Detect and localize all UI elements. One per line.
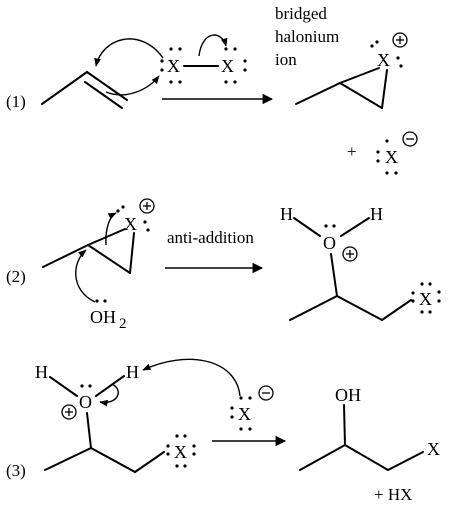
- ring-c-x-bond-left: [339, 67, 380, 84]
- product-x: X: [427, 439, 440, 459]
- oxonium-product: H H O X: [280, 204, 441, 321]
- halonium-ion: X: [295, 32, 408, 109]
- curly-arrow-water-attack: [75, 249, 96, 303]
- halogen-atom-1: X: [167, 56, 180, 76]
- oxonium-oxygen: O: [79, 392, 92, 412]
- ring-c-x-bond-right: [129, 232, 135, 274]
- hydrogen-left: H: [35, 362, 48, 382]
- o-h-bond-right: [95, 375, 125, 397]
- step-1: (1) X X: [6, 4, 418, 175]
- lone-pairs-x1: [160, 47, 182, 84]
- c-x-bond: [381, 299, 412, 321]
- halonium-ion-reactant: X: [42, 198, 155, 274]
- methyl-bond: [289, 295, 338, 321]
- halide-x: X: [385, 147, 398, 167]
- negative-charge-icon: [258, 385, 274, 401]
- step-1-label: (1): [6, 92, 26, 111]
- propene-molecule: [41, 71, 128, 109]
- reactant-x: X: [174, 442, 187, 462]
- positive-charge-icon: [392, 32, 408, 48]
- halonium-x: X: [377, 50, 390, 70]
- hydroxyl-group: OH: [335, 385, 361, 405]
- svg-text:ion: ion: [275, 50, 297, 69]
- halogen-atom-2: X: [221, 56, 234, 76]
- halohydrin-product: OH X: [299, 385, 440, 471]
- c-o-bond: [86, 412, 92, 449]
- dihalogen-molecule: X X: [160, 47, 247, 84]
- step-2-label: (2): [6, 267, 26, 286]
- curly-arrow-deprotonation: [142, 358, 241, 397]
- curly-arrow-pi-to-halogen: [105, 75, 160, 96]
- o-h-bond-left: [49, 376, 78, 397]
- step-3-label: (3): [6, 461, 26, 480]
- curly-arrow-lone-pair-to-alkene: [94, 38, 164, 67]
- hydrogen-right: H: [126, 362, 139, 382]
- alkene-pi-line: [84, 81, 123, 109]
- o-h-bond-left: [293, 217, 321, 237]
- methyl-bond: [41, 71, 88, 105]
- c-o-bond: [343, 404, 346, 446]
- hydrogen-right: H: [370, 204, 383, 224]
- ring-c-x-bond-right: [381, 69, 388, 109]
- water-oxygen: OH: [90, 307, 116, 327]
- methyl-bond: [44, 447, 92, 471]
- halonium-x: X: [124, 214, 137, 234]
- methyl-bond: [299, 444, 346, 471]
- bridged-halonium-label: bridged halonium ion: [275, 4, 339, 69]
- halide-base: X: [230, 385, 274, 431]
- negative-charge-icon: [402, 131, 418, 147]
- halide-x: X: [238, 404, 251, 424]
- curly-arrow-bond-to-halogen: [198, 34, 228, 57]
- curly-arrow-ring-opening: [105, 212, 117, 246]
- methyl-bond: [295, 82, 341, 105]
- methyl-bond: [42, 244, 89, 268]
- positive-charge-icon: [342, 246, 358, 262]
- c-x-bond: [387, 451, 424, 471]
- c-o-bond: [330, 253, 338, 297]
- product-x: X: [419, 289, 432, 309]
- c-c-bond: [90, 447, 136, 473]
- c-c-bond: [336, 295, 383, 321]
- lone-pairs-halonium: [370, 40, 403, 68]
- curly-arrow-oh-bond: [99, 383, 119, 407]
- lone-pairs-x2: [224, 47, 247, 84]
- step-2: (2) X OH 2 anti-addition H: [6, 198, 441, 332]
- oxonium-oxygen: O: [323, 233, 336, 253]
- water-molecule: OH 2: [90, 299, 127, 332]
- svg-text:bridged: bridged: [275, 4, 327, 23]
- svg-text:halonium: halonium: [275, 27, 339, 46]
- positive-charge-icon: [139, 198, 155, 214]
- o-h-bond-right: [340, 217, 370, 237]
- hx-byproduct: + HX: [374, 485, 412, 504]
- positive-charge-icon: [61, 404, 77, 420]
- water-subscript: 2: [119, 316, 127, 332]
- ring-c-c-bond: [339, 82, 383, 109]
- alkene-double-bond: [86, 71, 128, 101]
- halide-anion: + X: [347, 131, 418, 175]
- c-c-bond: [344, 444, 389, 471]
- oxonium-reactant: H H O X: [35, 362, 196, 473]
- step-3: (3) H H O X X: [6, 358, 440, 504]
- plus-sign: +: [347, 142, 357, 161]
- anti-addition-label: anti-addition: [167, 228, 254, 247]
- hydrogen-left: H: [280, 204, 293, 224]
- ring-c-c-bond: [87, 244, 131, 274]
- c-x-bond: [134, 451, 165, 473]
